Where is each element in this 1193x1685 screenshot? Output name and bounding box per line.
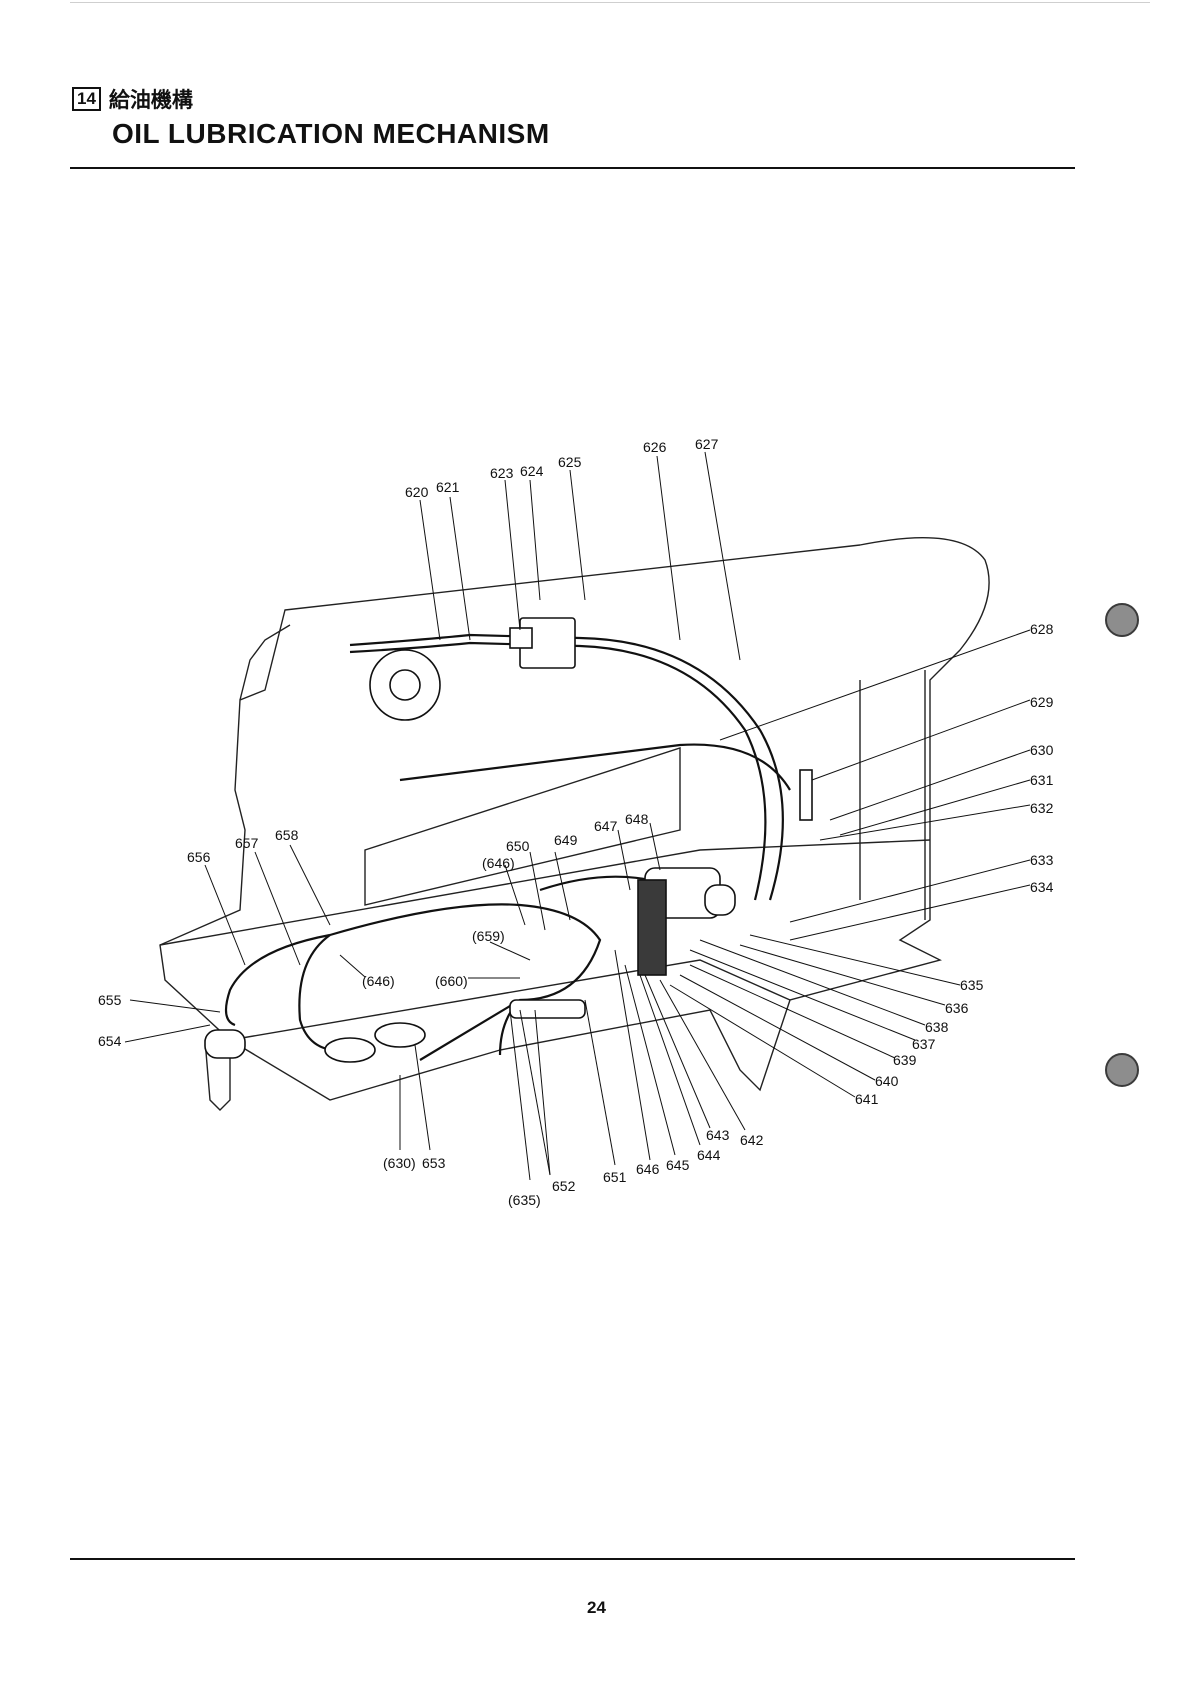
leader-639 [690, 965, 895, 1058]
tube-left-inner [299, 935, 350, 1051]
callout-labels: 620 621 623 624 625 626 627 628 629 630 … [98, 436, 1054, 1208]
callout-634: 634 [1030, 879, 1054, 895]
callout-626: 626 [643, 439, 667, 455]
leader-641 [670, 985, 855, 1097]
wick-holder [800, 770, 812, 820]
callout-637: 637 [912, 1036, 936, 1052]
leader-635b [510, 1010, 530, 1180]
oil-reservoir-cap [510, 628, 532, 648]
oil-pan-left [325, 1038, 375, 1062]
callout-636: 636 [945, 1000, 969, 1016]
callout-629: 629 [1030, 694, 1054, 710]
leader-646 [615, 950, 650, 1160]
leader-647 [618, 830, 630, 890]
tube-arm-long [400, 745, 790, 790]
callout-620: 620 [405, 484, 429, 500]
leader-658 [290, 845, 330, 925]
page-number: 24 [0, 1598, 1193, 1618]
callout-624: 624 [520, 463, 544, 479]
leader-628 [720, 630, 1030, 740]
upper-shaft-pulley-hub [390, 670, 420, 700]
callout-630-ref: (630) [383, 1155, 416, 1171]
callout-635-ref: (635) [508, 1192, 541, 1208]
callout-647: 647 [594, 818, 618, 834]
callout-625: 625 [558, 454, 582, 470]
callout-646-ref-b: (646) [482, 855, 515, 871]
binder-hole-upper [1105, 603, 1139, 637]
leader-636 [740, 945, 945, 1005]
leader-627 [705, 452, 740, 660]
callout-632: 632 [1030, 800, 1054, 816]
leader-644 [640, 975, 700, 1145]
pump-shaft [705, 885, 735, 915]
callout-648: 648 [625, 811, 649, 827]
callout-639: 639 [893, 1052, 917, 1068]
leader-638 [700, 940, 925, 1025]
callout-633: 633 [1030, 852, 1054, 868]
leader-654 [125, 1025, 210, 1042]
callout-642: 642 [740, 1132, 764, 1148]
leader-629 [812, 700, 1030, 780]
leader-lines [125, 452, 1030, 1180]
leader-646b [505, 865, 525, 925]
leader-623 [505, 480, 520, 630]
callout-658: 658 [275, 827, 299, 843]
oil-pump-housing-dark [638, 880, 666, 975]
callout-649: 649 [554, 832, 578, 848]
oil-pan-right [375, 1023, 425, 1047]
callout-654: 654 [98, 1033, 122, 1049]
callout-630: 630 [1030, 742, 1054, 758]
callout-657: 657 [235, 835, 259, 851]
leader-640 [680, 975, 875, 1080]
leader-648 [650, 823, 660, 870]
leader-625 [570, 470, 585, 600]
callout-646-ref-a: (646) [362, 973, 395, 989]
callout-638: 638 [925, 1019, 949, 1035]
leader-652b [535, 1010, 550, 1175]
callout-653: 653 [422, 1155, 446, 1171]
callout-644: 644 [697, 1147, 721, 1163]
callout-646: 646 [636, 1161, 660, 1177]
leader-652a [520, 1010, 550, 1175]
callout-652: 652 [552, 1178, 576, 1194]
callout-635: 635 [960, 977, 984, 993]
leader-653 [415, 1045, 430, 1150]
callout-640: 640 [875, 1073, 899, 1089]
callout-651: 651 [603, 1169, 627, 1185]
leader-620 [420, 500, 440, 640]
leader-656 [205, 865, 245, 965]
tube-left-loop [226, 935, 330, 1025]
leader-626 [657, 456, 680, 640]
callout-621: 621 [436, 479, 460, 495]
callout-659-ref: (659) [472, 928, 505, 944]
right-end-cover [860, 670, 925, 920]
leader-621 [450, 497, 470, 640]
leader-631 [840, 780, 1030, 835]
callout-660-ref: (660) [435, 973, 468, 989]
callout-650: 650 [506, 838, 530, 854]
callout-641: 641 [855, 1091, 879, 1107]
callout-645: 645 [666, 1157, 690, 1173]
leader-651 [585, 1000, 615, 1165]
callout-655: 655 [98, 992, 122, 1008]
left-bushing [205, 1030, 245, 1058]
callout-631: 631 [1030, 772, 1054, 788]
leader-657 [255, 852, 300, 965]
callout-643: 643 [706, 1127, 730, 1143]
footer-rule [70, 1558, 1075, 1560]
leader-635 [750, 935, 960, 985]
callout-627: 627 [695, 436, 719, 452]
callout-656: 656 [187, 849, 211, 865]
binder-hole-lower [1105, 1053, 1139, 1087]
leader-659 [490, 942, 530, 960]
leader-649 [555, 852, 570, 920]
callout-628: 628 [1030, 621, 1054, 637]
callout-623: 623 [490, 465, 514, 481]
leader-655 [130, 1000, 220, 1012]
